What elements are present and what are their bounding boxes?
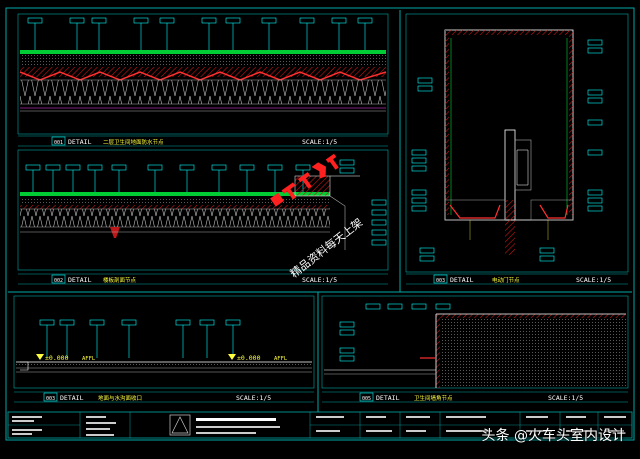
company-logo-icon (169, 414, 191, 436)
panel-4-scale: SCALE:1/5 (236, 394, 271, 402)
panel-3-detail: DETAIL (450, 276, 474, 284)
panel-2-caption: 002 DETAIL 楼板剖面节点 SCALE:1/5 (18, 273, 388, 285)
panel-5-detail: DETAIL (376, 394, 400, 402)
level-unit-1: AFFL (82, 356, 96, 362)
level-marker-1 (36, 354, 44, 360)
level-marker-2 (228, 354, 236, 360)
panel-5-number: 005 (362, 396, 371, 402)
level-value-2: ±0.000 (237, 354, 261, 362)
panel-3-drawing (405, 13, 629, 273)
title-block (7, 411, 633, 439)
level-value-1: ±0.000 (45, 354, 69, 362)
panel-4-title: 地面与水沟面收口 (98, 394, 142, 402)
panel-4-number: 003 (46, 396, 55, 402)
panel-5-drawing (321, 295, 629, 389)
panel-2-title: 楼板剖面节点 (103, 276, 137, 284)
panel-1-drawing (17, 13, 389, 135)
panel-3-caption: 003 DETAIL 电动门节点 SCALE:1/5 (406, 273, 628, 285)
panel-3-scale: SCALE:1/5 (576, 276, 611, 284)
panel-3-number: 003 (436, 278, 445, 284)
panel-2-number: 002 (54, 278, 63, 284)
outer-frame (5, 7, 635, 441)
panel-4-drawing: ±0.000 AFFL ±0.000 AFFL (13, 295, 315, 389)
level-unit-2: AFFL (274, 356, 288, 362)
panel-4-detail: DETAIL (60, 394, 84, 402)
panel-3-title: 电动门节点 (492, 276, 520, 284)
panel-2-detail: DETAIL (68, 276, 92, 284)
panel-5-caption: 005 DETAIL 卫生间墙角节点 SCALE:1/5 (322, 391, 628, 403)
panel-1-title: 二层卫生间地面防水节点 (103, 138, 164, 146)
footer-credit: 头条 @火车头室内设计 (481, 428, 626, 444)
panel-1-detail: DETAIL (68, 138, 92, 146)
panel-1-scale: SCALE:1/5 (302, 138, 337, 146)
brand-logo-icon (270, 153, 339, 207)
panel-2-drawing (17, 149, 389, 271)
panel-1-number: 001 (54, 140, 63, 146)
panel-2-scale: SCALE:1/5 (302, 276, 337, 284)
panel-5-title: 卫生间墙角节点 (414, 394, 453, 402)
panel-5-scale: SCALE:1/5 (548, 394, 583, 402)
panel-4-caption: 003 DETAIL 地面与水沟面收口 SCALE:1/5 (14, 391, 314, 403)
panel-1-caption: 001 DETAIL 二层卫生间地面防水节点 SCALE:1/5 (18, 135, 388, 147)
